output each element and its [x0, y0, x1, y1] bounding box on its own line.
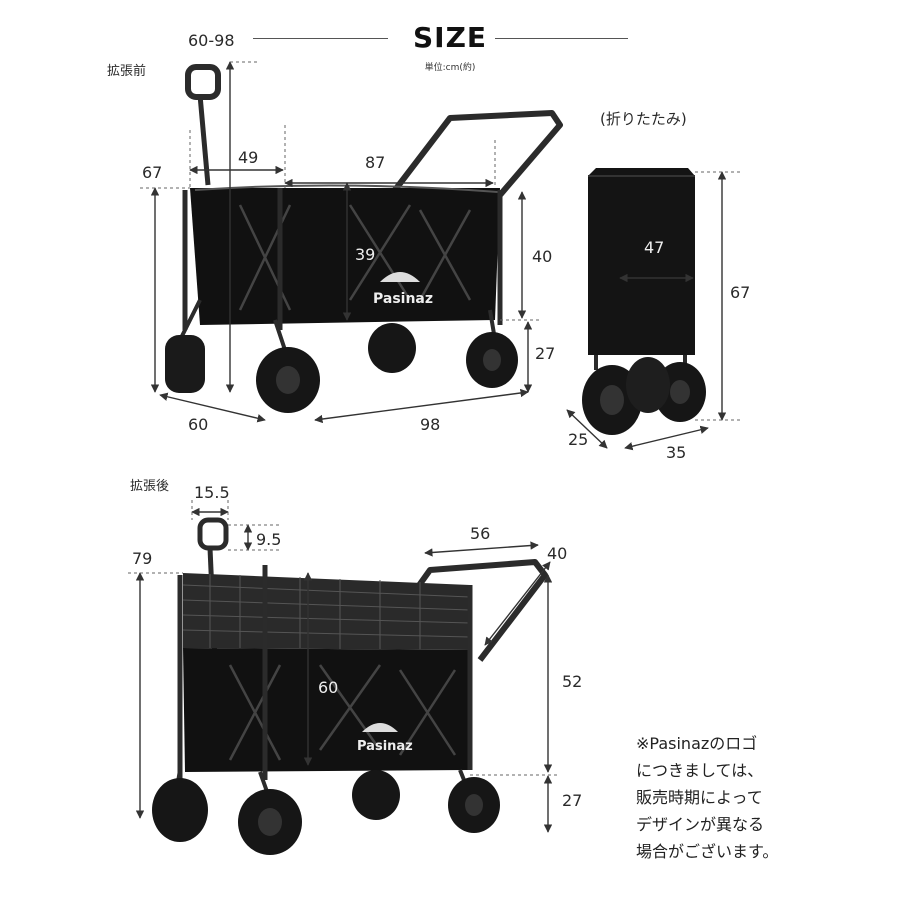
dim-after-wheel-height: 27: [562, 791, 583, 810]
logo-after: Pasinaz: [357, 739, 413, 754]
dim-inner-depth: 39: [355, 245, 376, 264]
note-line: 場合がございます。: [636, 842, 779, 861]
folded-label: (折りたたみ): [600, 110, 687, 128]
dim-length: 98: [420, 415, 441, 434]
note-line: デザインが異なる: [636, 815, 765, 834]
after-label: 拡張後: [130, 479, 170, 494]
dim-overall-height: 67: [142, 163, 163, 182]
wagon-folded: [582, 168, 706, 435]
page-title: SIZE: [412, 21, 487, 54]
wagon-collapsed-side: [165, 64, 563, 413]
note-line: 販売時期によって: [636, 788, 763, 807]
dim-after-overall-height: 79: [132, 549, 153, 568]
note-line: につきましては、: [636, 761, 764, 780]
dim-handle-grip: 9.5: [256, 530, 282, 549]
dimension-lines: [135, 61, 727, 833]
wagon-expanded-side: [152, 517, 548, 855]
dim-handle-height: 60-98: [188, 31, 235, 50]
dim-width: 60: [188, 415, 209, 434]
dim-folded-height: 67: [730, 283, 751, 302]
dim-after-side-height: 52: [562, 672, 583, 691]
dim-folded-width: 47: [644, 238, 665, 257]
title-rule-left: [253, 38, 388, 39]
dim-side-height: 40: [532, 247, 553, 266]
dim-length-top: 87: [365, 153, 386, 172]
before-label: 拡張前: [107, 64, 147, 79]
dim-handle-width: 15.5: [194, 483, 230, 502]
logo-disclaimer-note: ※Pasinazのロゴ につきましては、 販売時期によって デザインが異なる 場…: [636, 730, 778, 865]
dim-wheel-height: 27: [535, 344, 556, 363]
dim-top-length: 56: [470, 524, 491, 543]
dim-handle-offset: 49: [238, 148, 259, 167]
title-rule-right: [495, 38, 628, 39]
unit-label: 単位:cm(約): [424, 63, 476, 73]
guide-lines: [128, 61, 740, 776]
dim-folded-length: 35: [666, 443, 687, 462]
dim-after-inner-depth: 60: [318, 678, 339, 697]
dim-top-side: 40: [547, 544, 568, 563]
dim-folded-depth: 25: [568, 430, 589, 449]
logo-before: Pasinaz: [373, 291, 434, 307]
note-line: ※Pasinazのロゴ: [636, 734, 758, 753]
